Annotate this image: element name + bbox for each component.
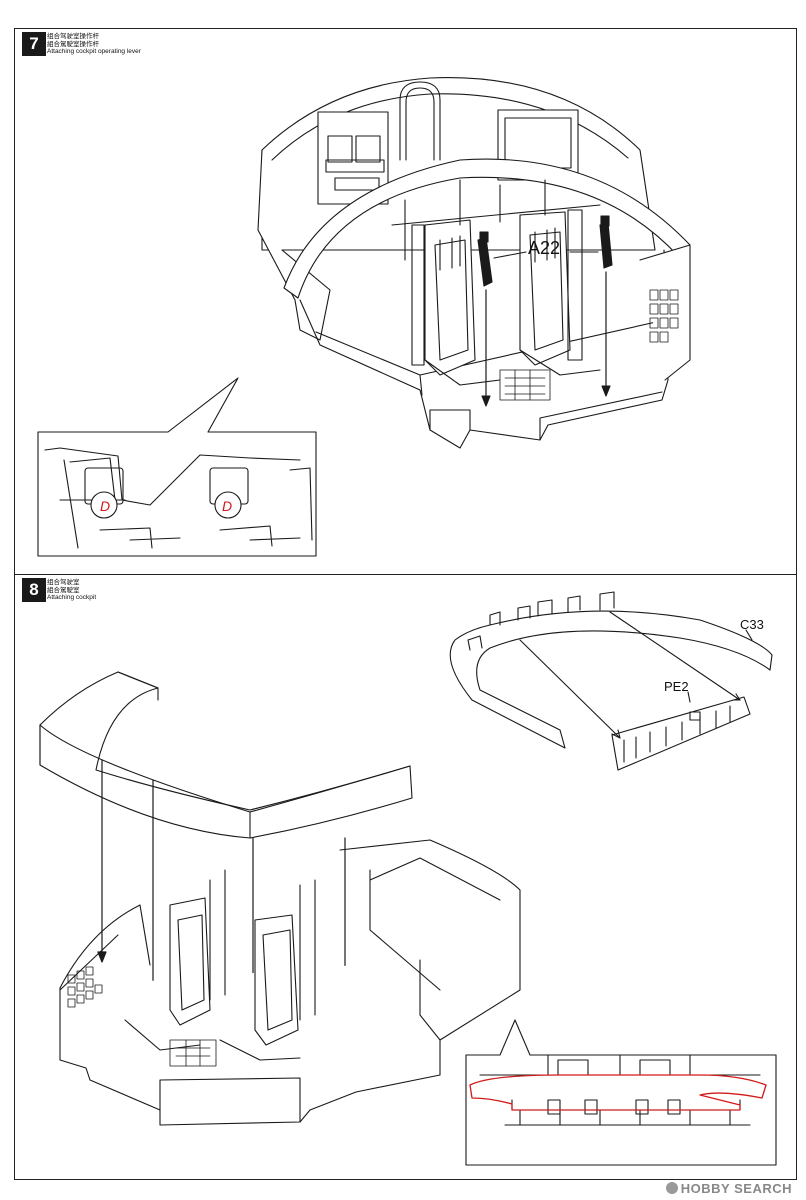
step-8-title: 组合驾驶室 組合駕駛室 Attaching cockpit bbox=[47, 578, 97, 602]
step-7-detail-callout bbox=[37, 377, 317, 557]
a22-right-lever bbox=[599, 215, 613, 397]
step-8-cockpit-assembly bbox=[59, 839, 521, 1126]
step-7-title-cn1: 组合驾驶室操作杆 bbox=[47, 32, 99, 40]
instruction-frame bbox=[14, 28, 797, 1180]
step-8-title-cn2: 組合駕駛室 bbox=[47, 585, 80, 594]
detail-mark-d-left: D bbox=[100, 498, 111, 514]
left-side-wall bbox=[257, 149, 331, 341]
step-divider bbox=[14, 574, 797, 575]
step-7-title-en: Attaching cockpit operating lever bbox=[47, 48, 141, 55]
watermark-text: HOBBY SEARCH bbox=[680, 1181, 792, 1196]
a22-left-lever bbox=[477, 231, 493, 407]
step-7-number: 7 bbox=[22, 32, 46, 56]
pe2-photoetch-part bbox=[611, 696, 751, 771]
hobby-search-logo-icon bbox=[665, 1182, 678, 1194]
detail-mark-d-right: D bbox=[222, 498, 233, 514]
part-label-pe2: PE2 bbox=[664, 679, 689, 694]
part-label-a22: A22 bbox=[528, 238, 561, 258]
step-8-number: 8 bbox=[22, 578, 46, 602]
right-ejection-seat bbox=[519, 209, 601, 376]
step-8-left-seat bbox=[169, 897, 211, 1026]
step-8-title-cn1: 组合驾驶室 bbox=[47, 578, 80, 586]
step-7-title: 组合驾驶室操作杆 組合駕駛室操作杆 Attaching cockpit oper… bbox=[47, 32, 141, 56]
c33-frame-part bbox=[449, 591, 773, 749]
center-console bbox=[499, 369, 551, 401]
left-ejection-seat bbox=[411, 219, 501, 386]
a22-leader-left bbox=[493, 251, 527, 259]
step-8-detail-highlight bbox=[469, 1074, 767, 1111]
right-instrument-wall bbox=[639, 244, 691, 381]
step-8-title-en: Attaching cockpit bbox=[47, 594, 97, 601]
part-label-c33: C33 bbox=[740, 617, 764, 632]
step-7-cockpit-assembly bbox=[257, 77, 691, 449]
watermark: HOBBY SEARCH bbox=[665, 1181, 792, 1196]
step-8-right-seat bbox=[254, 914, 299, 1046]
step-8-detail-callout bbox=[465, 1019, 777, 1166]
canopy-frame-piece bbox=[39, 671, 413, 839]
rear-door-arch bbox=[399, 81, 441, 161]
step-7-title-cn2: 組合駕駛室操作杆 bbox=[47, 39, 99, 48]
